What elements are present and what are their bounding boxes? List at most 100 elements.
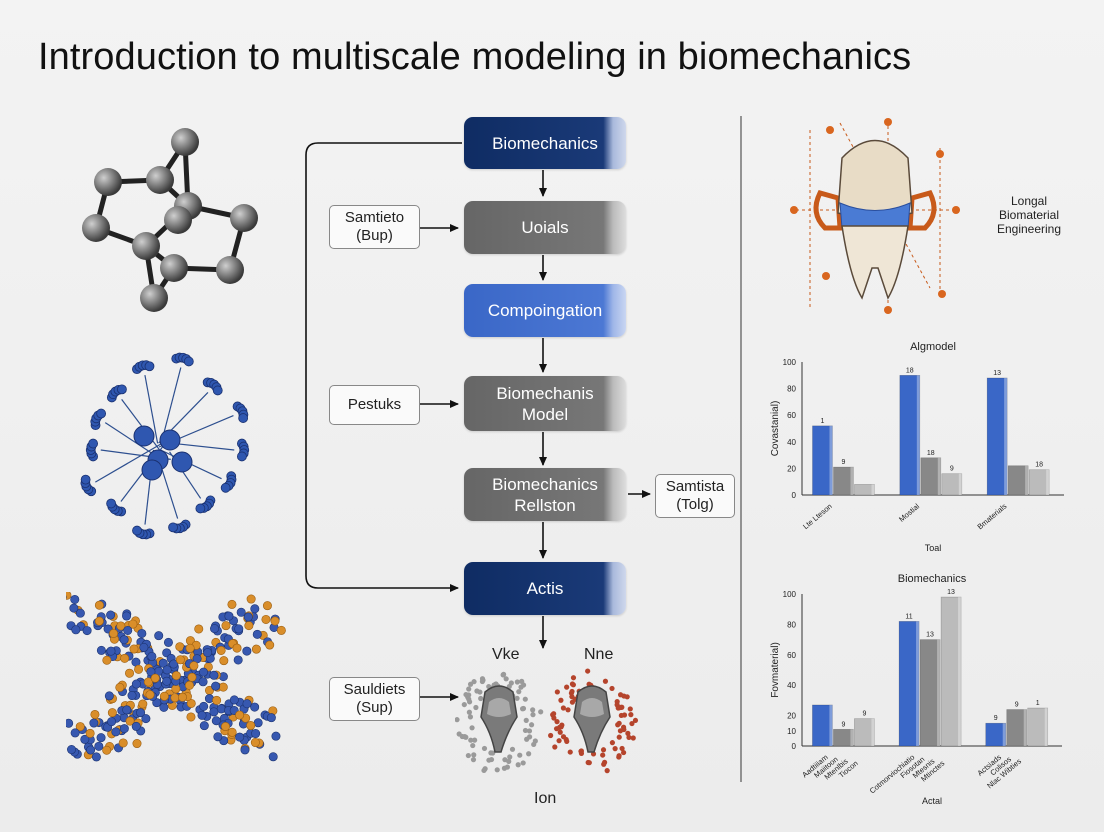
- y-tick-label: 60: [787, 651, 796, 660]
- x-tick-label: Bmaterials: [976, 501, 1009, 531]
- bar-value-label: 1: [1036, 700, 1040, 707]
- label-nne: Nne: [584, 646, 614, 663]
- bar: [1007, 465, 1029, 496]
- bar-highlight: [829, 425, 833, 495]
- bar-highlight: [1025, 465, 1029, 495]
- y-tick-label: 100: [783, 590, 797, 599]
- chart-title: Algmodel: [910, 341, 956, 353]
- x-tick-label: Lte Lteson: [801, 502, 834, 531]
- box-actis: Actis: [464, 562, 626, 615]
- bar: [854, 718, 875, 747]
- bar-value-label: 18: [927, 450, 935, 457]
- bar-value-label: 13: [993, 370, 1001, 377]
- box-sauldiets: Sauldiets (Sup): [329, 677, 420, 721]
- x-tick-label: Mostial: [897, 501, 921, 523]
- bar-value-label: 13: [926, 632, 934, 639]
- tooth-biomaterial-illustration: [790, 118, 960, 314]
- bar-value-label: 13: [947, 589, 955, 596]
- bar-value-label: 18: [906, 367, 914, 374]
- bar-value-label: 11: [905, 613, 912, 620]
- bar: [833, 466, 854, 496]
- bar-highlight: [1046, 469, 1050, 495]
- blue-molecule-illustration: [80, 352, 250, 540]
- label-vke: Vke: [492, 646, 520, 663]
- y-tick-label: 0: [792, 491, 797, 500]
- bar-highlight: [958, 473, 962, 495]
- bar: [854, 484, 875, 496]
- bar: [1006, 709, 1028, 747]
- bar-value-label: 9: [950, 466, 954, 473]
- box-biomechanics: Biomechanics: [464, 117, 626, 169]
- y-tick-label: 0: [792, 742, 797, 751]
- bar-value-label: 9: [862, 711, 866, 718]
- bar: [985, 722, 1007, 747]
- bar-value-label: 1: [821, 418, 825, 425]
- bar: [1027, 707, 1049, 747]
- box-samtista: Samtista (Tolg): [655, 474, 735, 518]
- chart-ylabel: Fovmaterial): [770, 642, 781, 698]
- y-tick-label: 40: [787, 438, 796, 447]
- box-model: Biomechanis Model: [464, 376, 626, 431]
- y-tick-label: 10: [787, 727, 796, 736]
- y-tick-label: 60: [787, 411, 796, 420]
- loop-arrow: [305, 142, 462, 592]
- bar: [898, 621, 920, 747]
- y-tick-label: 80: [787, 620, 796, 629]
- bar-highlight: [829, 704, 833, 746]
- bar-value-label: 9: [994, 715, 998, 722]
- bar: [1028, 469, 1050, 496]
- chart-ylabel: Covastanial): [770, 401, 781, 457]
- bar-chart-biomechanics: BiomechanicsFovmaterial)0102040608010011…: [770, 573, 1062, 806]
- caption-ion: Ion: [534, 790, 557, 807]
- y-tick-label: 20: [787, 464, 796, 473]
- protein-cluster-illustration: [66, 592, 286, 762]
- gray-molecule-illustration: [82, 128, 258, 312]
- bar: [941, 473, 963, 496]
- bar: [812, 704, 833, 747]
- bar-value-label: 9: [1015, 702, 1019, 709]
- bar-highlight: [937, 457, 941, 495]
- chart-xlabel: Actal: [922, 796, 942, 806]
- bar-highlight: [958, 597, 962, 746]
- box-relation: Biomechanics Rellston: [464, 468, 626, 521]
- box-compoingation: Compoingation: [464, 284, 626, 337]
- red-protein-icon: [573, 685, 611, 753]
- box-samtieto: Samtieto (Bup): [329, 205, 420, 249]
- chart-xlabel: Toal: [925, 543, 942, 553]
- bar-highlight: [916, 375, 920, 495]
- bar-value-label: 9: [842, 459, 846, 466]
- box-pestuks: Pestuks: [329, 385, 420, 425]
- chart-title: Biomechanics: [898, 573, 967, 585]
- bar: [919, 639, 941, 747]
- bar-highlight: [871, 718, 875, 746]
- bar: [920, 457, 942, 496]
- y-tick-label: 20: [787, 712, 796, 721]
- bar-highlight: [937, 639, 941, 746]
- bar-highlight: [850, 729, 854, 746]
- y-tick-label: 80: [787, 385, 796, 394]
- bar-value-label: 9: [841, 721, 845, 728]
- bar-highlight: [1023, 709, 1027, 746]
- cluster-illustrations: [455, 668, 639, 774]
- bar: [833, 728, 854, 747]
- bar-highlight: [916, 621, 920, 746]
- bar-highlight: [1044, 708, 1048, 746]
- bar-highlight: [1002, 723, 1006, 746]
- page-title: Introduction to multiscale modeling in b…: [38, 36, 912, 78]
- y-tick-label: 100: [783, 358, 797, 367]
- bar-highlight: [850, 467, 854, 495]
- y-tick-label: 40: [787, 681, 796, 690]
- bar-highlight: [1004, 377, 1008, 495]
- bar-highlight: [871, 484, 875, 495]
- right-caption: Longal Biomaterial Engineering: [996, 194, 1062, 236]
- red-particle-cluster: [548, 668, 639, 774]
- bar: [812, 425, 833, 496]
- bar: [899, 374, 921, 496]
- bar: [986, 377, 1008, 496]
- bar-value-label: 18: [1035, 462, 1043, 469]
- box-uoials: Uoials: [464, 201, 626, 254]
- gray-protein-icon: [480, 685, 518, 753]
- bar: [940, 596, 962, 747]
